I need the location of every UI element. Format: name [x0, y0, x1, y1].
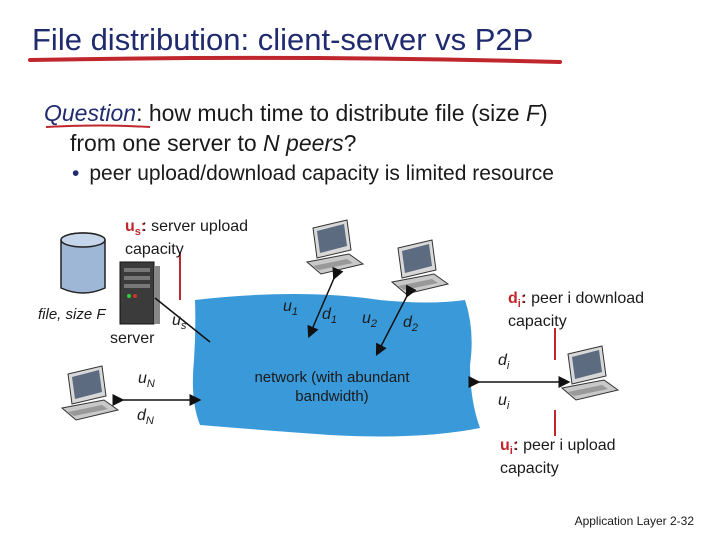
question-line2: from one server to: [70, 130, 264, 156]
question-text: Question: how much time to distribute fi…: [44, 98, 548, 158]
di-def-rest: : peer i download: [522, 290, 645, 307]
un-sub: N: [146, 378, 155, 391]
us-def-sub: s: [134, 226, 141, 239]
ui-def-sub: i: [509, 445, 513, 458]
di-label: di: [498, 352, 509, 375]
u1-var: u: [283, 298, 292, 315]
d2-label: d2: [403, 314, 418, 337]
ui-def-line2: capacity: [500, 460, 559, 478]
peer-2-link: [375, 284, 417, 356]
question-var-f: F: [525, 100, 540, 126]
file-size-label: file, size F: [38, 306, 106, 323]
u2-var: u: [362, 310, 371, 327]
dn-sub: N: [145, 415, 154, 428]
title-underline: [28, 55, 562, 64]
question-underline: [45, 124, 151, 128]
bullet-text: peer upload/download capacity is limited…: [89, 162, 554, 185]
peer-n-computer-icon: [61, 365, 119, 421]
d1-var: d: [322, 306, 331, 323]
us-sub: s: [180, 320, 187, 333]
server-label: server: [110, 330, 155, 347]
peer-2-computer-icon: [391, 239, 449, 295]
us-def-var: u: [125, 218, 135, 235]
server-icon: [119, 261, 160, 325]
ui-definition: ui:: peer i upload capacity: [500, 437, 616, 478]
network-label: network (with abundant bandwidth): [212, 368, 452, 406]
d2-var: d: [403, 314, 412, 331]
peer-1-link: [307, 266, 344, 339]
dn-var: d: [137, 407, 146, 424]
bullet-dot-icon: •: [72, 162, 80, 185]
network-line2: bandwidth): [295, 388, 369, 405]
question-line1-end: ): [540, 100, 548, 126]
di-sub: i: [506, 360, 510, 373]
server-link: [154, 297, 211, 343]
un-label: uN: [138, 370, 155, 393]
ui-sub: i: [506, 400, 510, 413]
u2-label: u2: [362, 310, 377, 333]
ui-def-var: u: [500, 437, 510, 454]
us-var: u: [172, 312, 181, 329]
us-def-line2: capacity: [125, 241, 184, 259]
d2-sub: 2: [411, 322, 419, 335]
question-prefix: Question: [44, 100, 137, 126]
u1-label: u1: [283, 298, 298, 321]
footer-label: Application Layer 2-32: [574, 514, 694, 528]
question-line1: : how much time to distribute file (size: [136, 100, 526, 126]
us-label: us: [172, 312, 186, 335]
bullet-point: • peer upload/download capacity is limite…: [72, 162, 554, 186]
page-title: File distribution: client-server vs P2P: [32, 22, 534, 57]
u2-sub: 2: [370, 318, 378, 331]
dn-label: dN: [137, 407, 154, 430]
ui-def-rest: : peer i upload: [514, 437, 616, 454]
question-line2-end: ?: [343, 130, 357, 156]
di-def-var: d: [508, 290, 518, 307]
peer-1-computer-icon: [306, 219, 364, 275]
question-var-n: N peers: [263, 130, 344, 156]
di-var: d: [498, 352, 507, 369]
d1-label: d1: [322, 306, 337, 329]
di-definition: di:: peer i download capacity: [508, 290, 645, 331]
di-def-line2: capacity: [508, 313, 567, 331]
us-def-rest: : server upload: [142, 218, 249, 235]
peer-i-computer-icon: [561, 345, 619, 401]
file-database-icon: [60, 232, 106, 294]
ui-var: u: [498, 392, 507, 409]
d1-sub: 1: [330, 314, 338, 327]
us-definition: us:: server upload capacity: [125, 218, 249, 259]
un-var: u: [138, 370, 147, 387]
network-line1: network (with abundant: [254, 369, 410, 386]
ui-label: ui: [498, 392, 509, 415]
u1-sub: 1: [291, 306, 299, 319]
di-def-sub: i: [517, 298, 521, 311]
